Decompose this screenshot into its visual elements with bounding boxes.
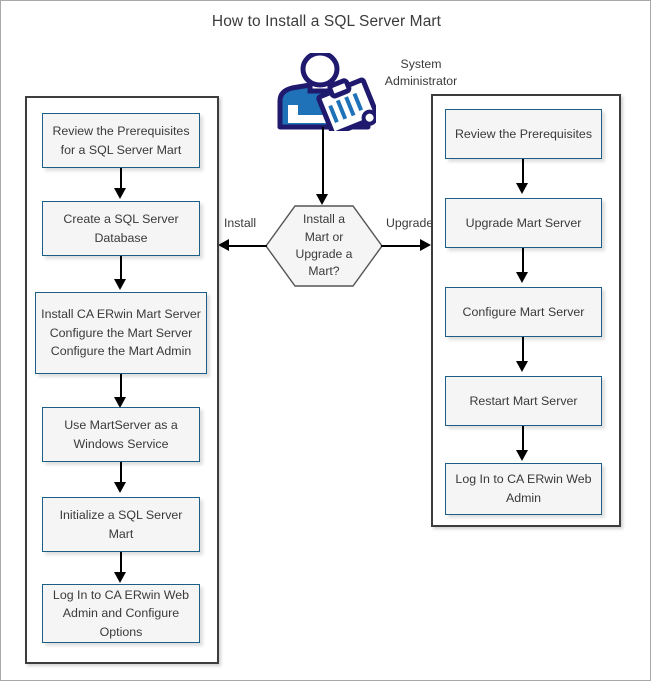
connector-decision-to-install <box>229 245 267 247</box>
admin-caption-line-1: System <box>400 57 442 71</box>
connector-decision-to-upgrade <box>381 245 421 247</box>
upgrade-step-2[interactable]: Upgrade Mart Server <box>445 198 602 248</box>
page-title: How to Install a SQL Server Mart <box>211 13 442 30</box>
arrowhead-actor-to-decision <box>316 194 328 205</box>
connector-actor-to-decision <box>322 127 324 197</box>
upgrade-step-4[interactable]: Restart Mart Server <box>445 376 602 426</box>
arrowhead-upgrade-1-2 <box>516 183 528 194</box>
branch-label-upgrade: Upgrade <box>386 216 434 230</box>
connector-install-2-3 <box>120 256 122 281</box>
upgrade-step-5[interactable]: Log In to CA ERwin Web Admin <box>445 463 602 515</box>
connector-install-5-6 <box>120 552 122 575</box>
install-step-2[interactable]: Create a SQL Server Database <box>42 201 200 256</box>
install-step-3[interactable]: Install CA ERwin Mart Server Configure t… <box>35 292 207 374</box>
install-step-6[interactable]: Log In to CA ERwin Web Admin and Configu… <box>42 584 200 643</box>
install-step-5[interactable]: Initialize a SQL Server Mart <box>42 497 200 552</box>
connector-upgrade-3-4 <box>522 337 524 364</box>
install-step-4[interactable]: Use MartServer as a Windows Service <box>42 407 200 462</box>
upgrade-step-3[interactable]: Configure Mart Server <box>445 287 602 337</box>
arrowhead-install-2-3 <box>114 279 126 290</box>
system-administrator-icon <box>272 50 380 137</box>
decision-hexagon <box>265 205 383 287</box>
install-step-3-text: Install CA ERwin Mart Server Configure t… <box>41 307 201 359</box>
connector-upgrade-1-2 <box>522 159 524 186</box>
install-step-1[interactable]: Review the Prerequisites for a SQL Serve… <box>42 113 200 168</box>
upgrade-step-1[interactable]: Review the Prerequisites <box>445 109 602 159</box>
branch-label-install: Install <box>224 216 257 230</box>
connector-upgrade-4-5 <box>522 426 524 453</box>
arrowhead-install-3-4 <box>114 397 126 408</box>
connector-install-1-2 <box>120 168 122 191</box>
arrowhead-install-4-5 <box>114 482 126 493</box>
arrowhead-install-1-2 <box>114 188 126 199</box>
connector-install-4-5 <box>120 462 122 485</box>
connector-upgrade-2-3 <box>522 248 524 275</box>
system-administrator-label: System Administrator <box>366 56 476 90</box>
admin-caption-line-2: Administrator <box>384 73 458 88</box>
arrowhead-install-5-6 <box>114 572 126 583</box>
arrowhead-upgrade-4-5 <box>516 450 528 461</box>
arrowhead-decision-to-upgrade <box>420 239 431 251</box>
arrowhead-upgrade-2-3 <box>516 272 528 283</box>
connector-install-3-4 <box>120 374 122 399</box>
arrowhead-decision-to-install <box>218 239 229 251</box>
arrowhead-upgrade-3-4 <box>516 361 528 372</box>
